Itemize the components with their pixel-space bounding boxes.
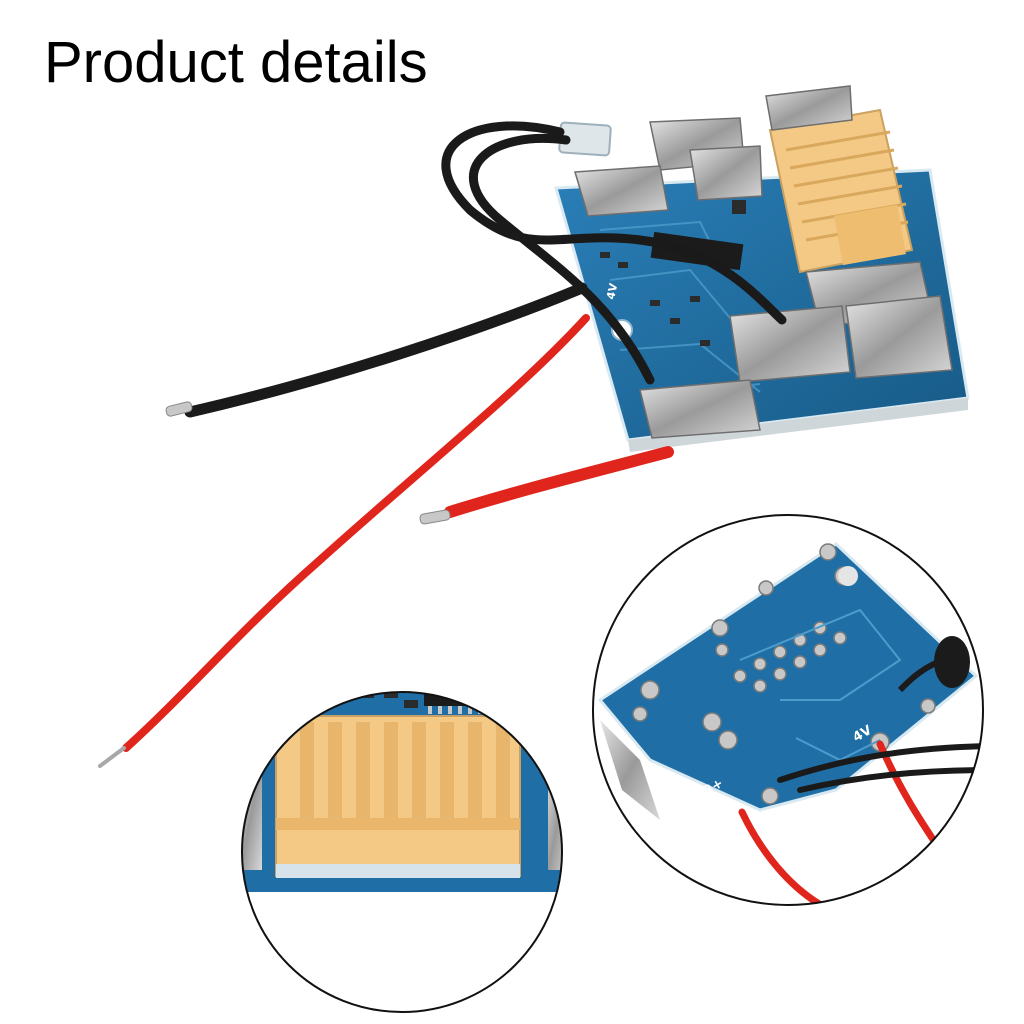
detail-circle-connector	[241, 691, 563, 1013]
page-title: Product details	[44, 30, 428, 95]
underside-label-b-minus: B-	[762, 563, 784, 585]
terminal-top	[574, 85, 853, 217]
red-wire-tip-long	[98, 746, 126, 768]
main-board: 4V	[98, 85, 970, 768]
pcb-silkscreen-4v: 4V	[604, 282, 620, 301]
detail-circle-underside: B- B+ 4V B+	[592, 514, 984, 906]
red-wires	[122, 314, 674, 752]
red-wire-tip-short	[419, 509, 451, 525]
terminal-bottom	[639, 261, 953, 439]
black-wires	[184, 121, 787, 418]
black-wire-tip	[165, 401, 193, 417]
yellow-connector	[768, 108, 914, 274]
